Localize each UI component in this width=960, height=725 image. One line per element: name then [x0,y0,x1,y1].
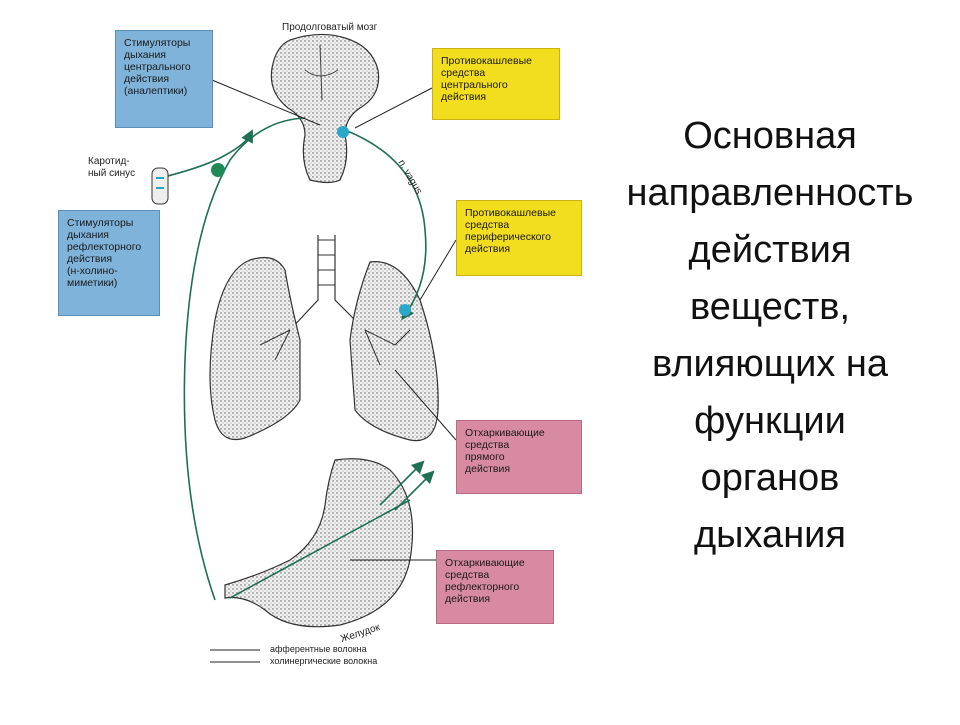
box-line: Стимуляторы [67,217,134,229]
box-line: Стимуляторы [124,37,191,49]
title-line: Основная [683,115,857,157]
box-line: действия [124,73,170,85]
brain-label: Продолговатый мозг [282,22,378,33]
title-line: веществ, [689,286,850,328]
slide-title: Основная направленность действия веществ… [592,108,948,564]
lungs-shape [209,235,439,442]
central-stimulants-box: Стимуляторы дыхания центрального действи… [115,30,213,128]
ganglion-dot [211,163,225,177]
connector-lines [210,79,457,663]
box-line: действия [465,463,511,475]
carotid-label: Каротид- ный синус [88,156,135,180]
box-line: прямого [465,451,505,463]
box-line: рефлекторного [67,241,142,253]
box-line: (аналептики) [124,85,188,97]
medulla-shape [270,33,380,184]
carotid-label-line-2: ный синус [88,168,136,179]
box-line: средства [465,439,510,451]
stomach-shape [224,458,414,628]
box-line: дыхания [124,49,166,61]
box-line: действия [445,593,491,605]
box-line: периферического [465,231,551,243]
box-line: центрального [441,79,508,91]
carotid-label-line-1: Каротид- [88,156,130,167]
title-line: влияющих на [652,343,888,385]
title-line: функции [694,400,846,442]
box-line: средства [465,219,510,231]
title-line: направленность [626,172,914,214]
reflex-expectorants-box: Отхаркивающие средства рефлекторного дей… [436,550,554,624]
box-line: Противокашлевые [465,207,556,219]
legend-afferent: афферентные волокна [270,644,367,654]
box-line: Противокашлевые [441,55,532,67]
lung-receptor-dot [399,304,411,316]
box-line: средства [441,67,486,79]
box-line: дыхания [67,229,109,241]
peripheral-antitussive-box: Противокашлевые средства периферического… [456,200,582,276]
carotid-sinus-shape [151,167,169,205]
box-line: действия [465,243,511,255]
box-line: Отхаркивающие [465,427,545,439]
box-line: действия [441,91,487,103]
central-antitussive-box: Противокашлевые средства центрального де… [432,48,560,120]
title-line: дыхания [694,514,846,556]
diagram-illustration [151,33,457,663]
direct-expectorants-box: Отхаркивающие средства прямого действия [456,420,582,494]
reflex-stimulants-box: Стимуляторы дыхания рефлекторного действ… [58,210,160,316]
box-line: центрального [124,61,191,73]
box-line: рефлекторного [445,581,520,593]
respiratory-drugs-diagram: Продолговатый мозг Каротид- ный синус n.… [58,22,582,666]
box-line: миметики) [67,277,118,289]
box-line: действия [67,253,113,265]
title-line: органов [700,457,840,499]
box-line: Отхаркивающие [445,557,525,569]
fiber-paths [159,117,435,601]
box-line: средства [445,569,490,581]
legend-cholinergic: холинергические волокна [270,656,378,666]
box-line: (н-холино- [67,265,118,277]
title-line: действия [688,229,852,271]
cough-center-dot [337,126,349,138]
